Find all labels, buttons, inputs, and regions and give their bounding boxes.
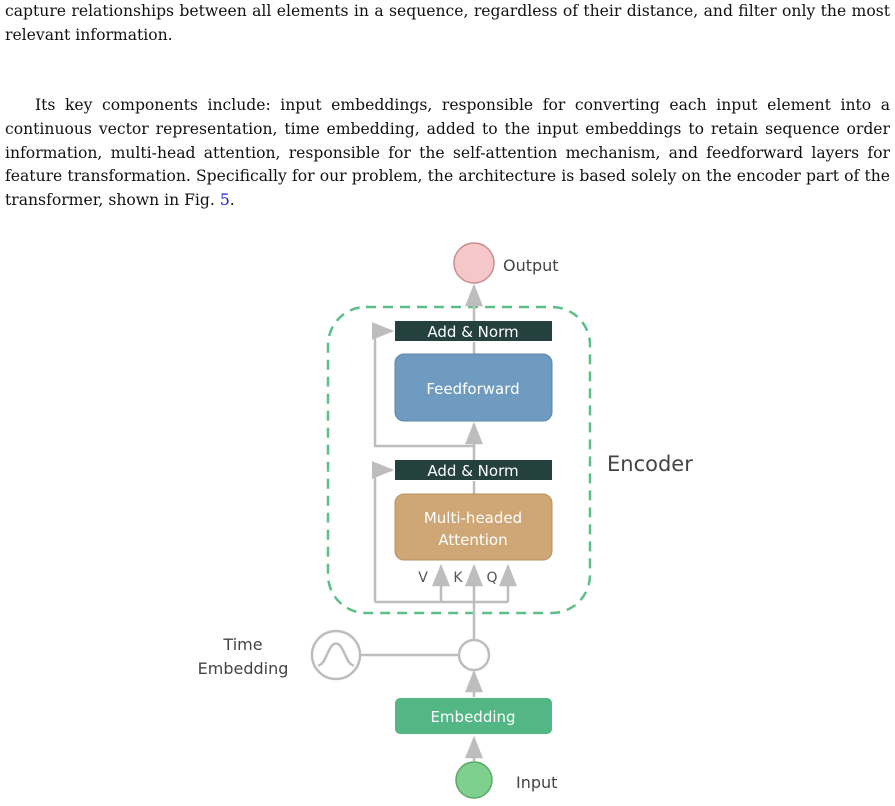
figure-reference-link[interactable]: 5: [219, 191, 230, 210]
time-embedding-node: [310, 629, 362, 681]
encoder-boundary: [326, 305, 592, 615]
add-norm-bottom-block: [395, 460, 552, 480]
v-label: V: [418, 570, 428, 586]
q-label: Q: [486, 570, 497, 586]
paragraph-components-end: .: [229, 191, 235, 210]
encoder-label: Encoder: [607, 452, 693, 476]
embedding-label: Embedding: [430, 708, 515, 726]
feedforward-label: Feedforward: [426, 380, 519, 398]
paragraph-intro: capture relationships between all elemen…: [5, 2, 890, 44]
attention-label-line2: Attention: [438, 531, 507, 549]
feedforward-block: [394, 353, 553, 422]
sine-wave-icon: [317, 642, 355, 667]
k-label: K: [453, 570, 463, 586]
add-norm-top-block: [395, 321, 552, 341]
output-label: Output: [503, 256, 559, 275]
paragraph-components-text: Its key components include: input embedd…: [5, 96, 890, 210]
output-node: [453, 242, 495, 284]
add-norm-bottom-label: Add & Norm: [427, 462, 518, 480]
time-embedding-label-line2: Embedding: [198, 659, 289, 678]
time-embedding-label-line1: Time: [222, 635, 262, 654]
paragraph-components: Its key components include: input embedd…: [5, 94, 890, 213]
input-node: [455, 761, 493, 799]
attention-label-line1: Multi-headed: [424, 509, 522, 527]
residual-connection-feedforward: [371, 322, 474, 448]
input-label: Input: [516, 773, 557, 792]
embedding-block: [395, 698, 552, 734]
attention-block: [394, 493, 553, 561]
sum-node: [457, 638, 491, 672]
add-norm-top-label: Add & Norm: [427, 323, 518, 341]
residual-connection-attention: [371, 461, 395, 602]
